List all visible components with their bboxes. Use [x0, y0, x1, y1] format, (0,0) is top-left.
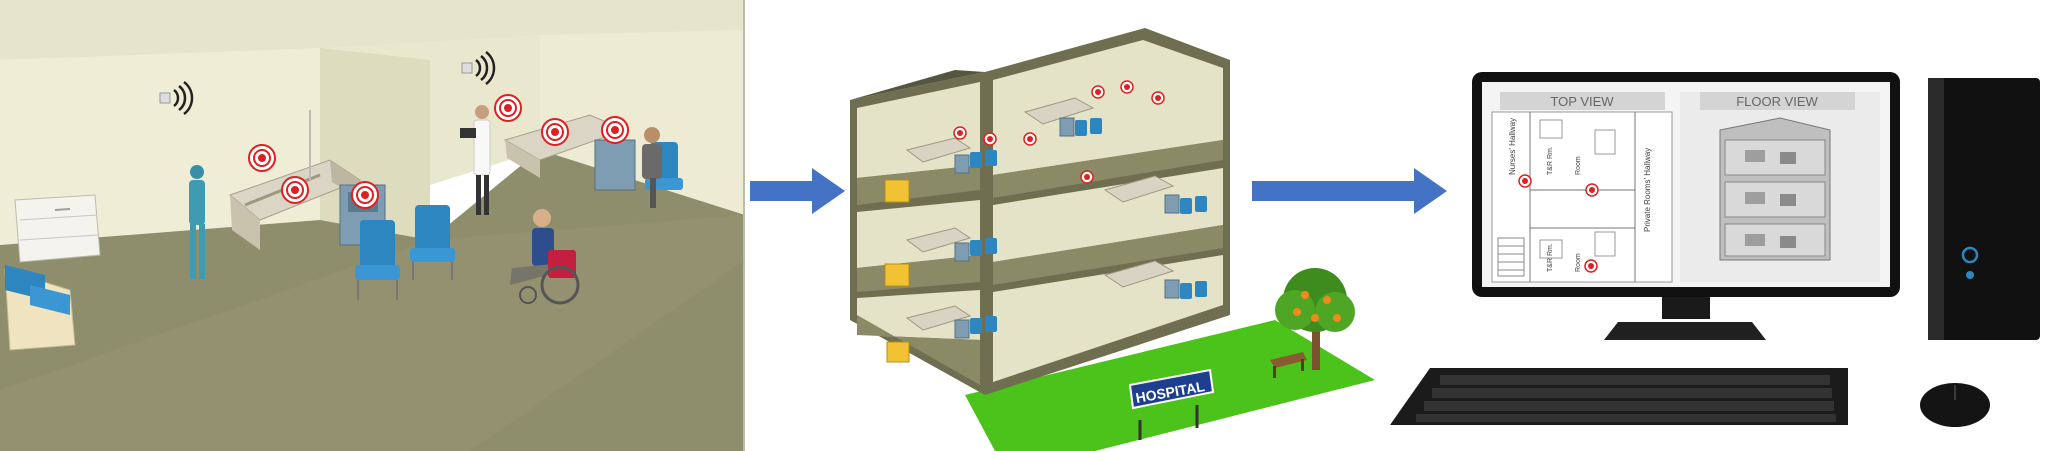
doctor-figure — [460, 105, 491, 215]
desktop-computer: TOP VIEW Nurses' Hallway Private Rooms' … — [1390, 72, 2040, 427]
floor-view-panel: FLOOR VIEW — [1680, 92, 1880, 282]
alert-markers — [248, 94, 629, 209]
room-chairs — [970, 118, 1207, 334]
nurse-figure — [189, 165, 205, 279]
floor-left-middle — [857, 200, 980, 292]
computer-tower — [1928, 78, 2040, 340]
hallway-label-left: Nurses' Hallway — [1508, 118, 1517, 175]
hospital-building-cutaway: HOSPITAL — [850, 28, 1375, 451]
stairs — [1497, 237, 1525, 277]
medical-monitor — [594, 139, 636, 191]
mouse — [1920, 383, 1990, 427]
wireless-sensor-icon — [159, 81, 194, 115]
power-button-icon — [1961, 246, 1979, 264]
flow-arrow-icon — [750, 168, 845, 214]
room-monitors — [954, 117, 1180, 339]
top-view-label: TOP VIEW — [1550, 94, 1614, 109]
alert-markers — [953, 80, 1165, 184]
keyboard — [1390, 368, 1848, 425]
room-label: T&R Rm. — [1547, 243, 1554, 272]
blue-chair — [410, 205, 455, 280]
hallway-label-right: Private Rooms' Hallway — [1643, 148, 1652, 232]
hospital-room-scene — [0, 0, 745, 451]
floor-right-top — [993, 40, 1223, 198]
wireless-sensor-icon — [461, 51, 496, 85]
room-label: Room — [1575, 156, 1582, 175]
top-view-panel: TOP VIEW Nurses' Hallway Private Rooms' … — [1491, 92, 1673, 283]
building-3d-view — [1719, 117, 1831, 261]
room-furniture — [905, 97, 1175, 331]
back-wall-right — [540, 30, 745, 215]
seated-patient — [642, 127, 662, 208]
bench — [1270, 352, 1307, 378]
room-label: Room — [1575, 253, 1582, 272]
patient-wheelchair — [510, 209, 580, 305]
hospital-sign: HOSPITAL — [1128, 368, 1215, 440]
blue-chair — [355, 220, 400, 300]
floor — [0, 150, 745, 451]
floor-right-middle — [993, 168, 1223, 285]
tree — [1275, 268, 1355, 370]
flow-arrow-icon — [1252, 168, 1447, 214]
sofa — [4, 265, 76, 351]
room-label: T&R Rm. — [1547, 146, 1554, 175]
alert-markers — [1518, 174, 1599, 273]
cabinet — [14, 194, 101, 263]
floor-view-label: FLOOR VIEW — [1736, 94, 1818, 109]
